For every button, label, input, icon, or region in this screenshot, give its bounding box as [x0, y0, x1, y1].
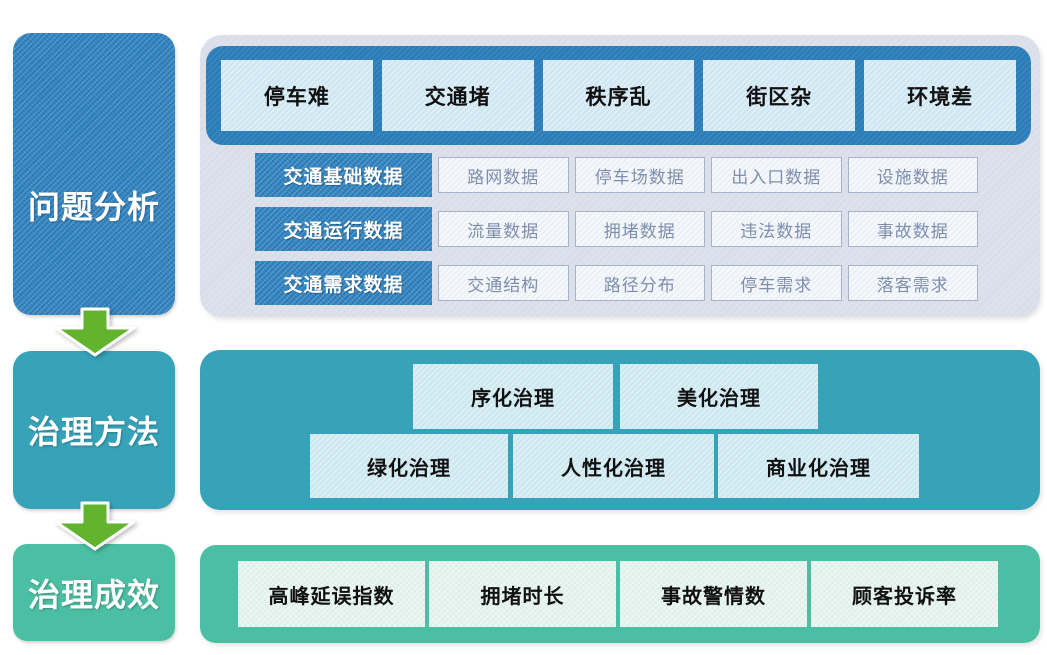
method-beautification: 美化治理	[620, 364, 818, 429]
data-cell: 落客需求	[847, 265, 978, 301]
data-cell: 事故数据	[847, 211, 978, 247]
method-ordering: 序化治理	[413, 364, 613, 429]
metric-accident-alarms: 事故警情数	[620, 561, 807, 627]
metric-peak-delay-index: 高峰延误指数	[238, 561, 425, 627]
data-row-basic: 交通基础数据 路网数据 停车场数据 出入口数据 设施数据	[255, 153, 978, 197]
data-row-operation: 交通运行数据 流量数据 拥堵数据 违法数据 事故数据	[255, 207, 978, 251]
stage-problem-analysis: 问题分析	[13, 33, 175, 315]
method-commercialization: 商业化治理	[718, 434, 919, 498]
governance-methods-panel: 序化治理 美化治理 绿化治理 人性化治理 商业化治理	[200, 350, 1040, 510]
data-cell: 设施数据	[847, 157, 978, 193]
data-cell: 路径分布	[574, 265, 705, 301]
data-cell: 违法数据	[711, 211, 842, 247]
problem-item-congestion: 交通堵	[381, 60, 534, 131]
problem-item-parking: 停车难	[221, 60, 373, 131]
row-header-operation-data: 交通运行数据	[255, 207, 432, 251]
governance-effects-panel: 高峰延误指数 拥堵时长 事故警情数 顾客投诉率	[200, 545, 1040, 643]
data-cell: 交通结构	[438, 265, 569, 301]
data-cell: 停车需求	[711, 265, 842, 301]
row-header-demand-data: 交通需求数据	[255, 261, 432, 305]
stage-governance-effects: 治理成效	[13, 544, 175, 641]
down-arrow-icon	[54, 307, 136, 357]
data-cell: 停车场数据	[574, 157, 705, 193]
data-cell: 路网数据	[438, 157, 569, 193]
data-cell: 拥堵数据	[574, 211, 705, 247]
problem-item-clutter: 街区杂	[703, 60, 856, 131]
metric-customer-complaint-rate: 顾客投诉率	[811, 561, 998, 627]
data-grid: 交通基础数据 路网数据 停车场数据 出入口数据 设施数据 交通运行数据 流量数据…	[255, 153, 978, 305]
data-row-demand: 交通需求数据 交通结构 路径分布 停车需求 落客需求	[255, 261, 978, 305]
stage-problem-analysis-label: 问题分析	[27, 189, 160, 225]
problem-item-environment: 环境差	[864, 60, 1016, 131]
stage-governance-methods-label: 治理方法	[27, 414, 160, 450]
stage-governance-methods: 治理方法	[13, 351, 175, 509]
method-humanization: 人性化治理	[513, 434, 714, 498]
metric-congestion-duration: 拥堵时长	[429, 561, 616, 627]
method-greening: 绿化治理	[310, 434, 508, 498]
problem-analysis-panel: 停车难 交通堵 秩序乱 街区杂 环境差 交通基础数据 路网数据 停车场数据 出入…	[200, 35, 1040, 317]
down-arrow-icon	[54, 501, 136, 551]
problem-bar: 停车难 交通堵 秩序乱 街区杂 环境差	[206, 46, 1031, 145]
problem-item-disorder: 秩序乱	[542, 60, 695, 131]
data-cell: 出入口数据	[711, 157, 842, 193]
stage-governance-effects-label: 治理成效	[27, 576, 160, 613]
row-header-basic-data: 交通基础数据	[255, 153, 432, 197]
data-cell: 流量数据	[438, 211, 569, 247]
